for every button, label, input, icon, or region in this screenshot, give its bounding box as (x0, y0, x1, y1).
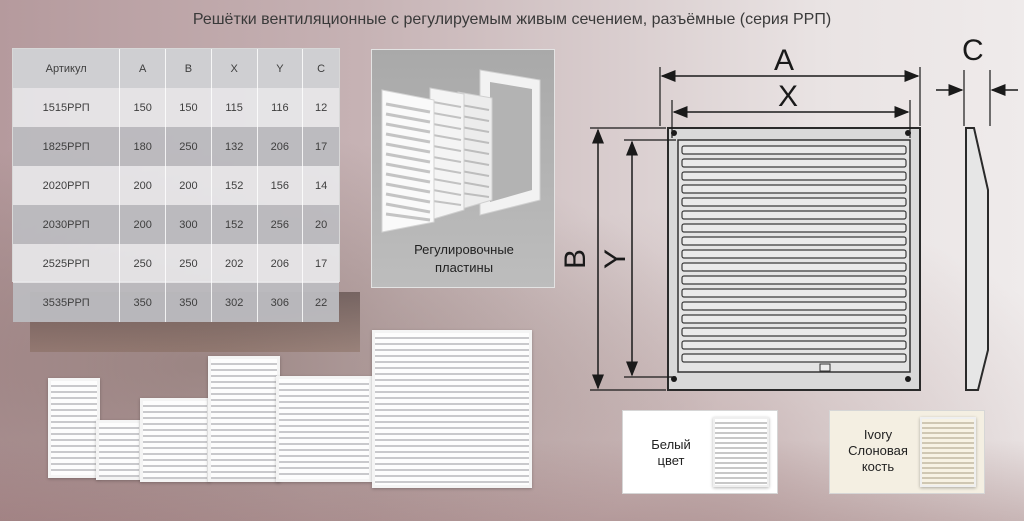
louver-slat (681, 353, 907, 363)
color-ivory-line3: кость (861, 459, 895, 474)
table-cell: 132 (212, 127, 258, 166)
table-cell: 256 (258, 205, 304, 244)
header-cell: Артикул (13, 49, 121, 88)
louver-slat (681, 327, 907, 337)
table-cell: 1515РРП (13, 88, 121, 127)
product-grille-photo (372, 330, 532, 488)
louver-slat (681, 158, 907, 168)
table-cell: 17 (314, 140, 328, 153)
color-card-ivory: Ivory Слоновая кость (829, 410, 985, 494)
louver-slat (681, 197, 907, 207)
table-cell: 2030РРП (13, 205, 121, 244)
table-cell: 22 (314, 296, 328, 309)
table-cell: 206 (258, 244, 304, 283)
table-cell: 180 (120, 127, 167, 166)
table-cell: 350 (120, 283, 167, 322)
table-cell: 200 (166, 166, 212, 205)
table-cell: 206 (258, 127, 304, 166)
plates-caption: Регулировочные пластины (372, 241, 556, 277)
dimension-label-c: C (962, 34, 984, 67)
louver-slat (681, 236, 907, 246)
table-cell: 202 (212, 244, 258, 283)
table-cell: 156 (258, 166, 304, 205)
table-cell: 2525РРП (13, 244, 121, 283)
louver-slat (681, 288, 907, 298)
color-white-line1: Белый (651, 437, 691, 452)
table-cell: 350 (166, 283, 212, 322)
color-white-line2: цвет (657, 453, 685, 468)
table-cell: 150 (120, 88, 167, 127)
product-grille-photo (96, 420, 142, 480)
louver-slat (681, 340, 907, 350)
table-cell: 152 (212, 205, 258, 244)
louver-slat (681, 171, 907, 181)
table-cell: 152 (212, 166, 258, 205)
table-cell: 200 (120, 205, 167, 244)
louver-slat (681, 249, 907, 259)
table-cell: 300 (166, 205, 212, 244)
table-cell: 20 (314, 218, 328, 231)
technical-drawing: A X B Y C (559, 30, 1024, 400)
table-cell: 1825РРП (13, 127, 121, 166)
header-cell: B (166, 49, 212, 88)
table-cell: 302 (212, 283, 258, 322)
table-row: 2525РРП 250 250 202 206 17 (13, 244, 339, 283)
color-ivory-label: Ivory Слоновая кость (838, 427, 918, 475)
table-cell: 115 (212, 88, 258, 127)
white-grille-sample (713, 417, 769, 487)
dimension-label-a: A (774, 44, 795, 77)
table-cell: 306 (258, 283, 304, 322)
dimension-drawing (590, 67, 1018, 391)
table-cell: 14 (314, 179, 328, 192)
table-cell: 250 (166, 127, 212, 166)
louver-slat (681, 145, 907, 155)
louver-slat (681, 210, 907, 220)
spec-table: Артикул A B X Y C 1515РРП 150 150 115 11… (12, 48, 340, 322)
dimension-label-x: X (778, 80, 799, 113)
color-white-label: Белый цвет (631, 437, 711, 469)
product-grille-photo (48, 378, 100, 478)
header-cell: X (212, 49, 258, 88)
table-cell: 116 (258, 88, 304, 127)
plates-caption-line1: Регулировочные (414, 242, 514, 257)
table-cell: 3535РРП (13, 283, 121, 322)
table-row: 3535РРП 350 350 302 306 22 (13, 283, 339, 322)
table-cell: 12 (314, 101, 328, 114)
louver-slat (681, 223, 907, 233)
louver-slat (681, 275, 907, 285)
exploded-grille-illustration (381, 69, 541, 233)
table-header-row: Артикул A B X Y C (13, 49, 339, 88)
product-grille-photo (208, 356, 280, 482)
table-row: 1515РРП 150 150 115 116 12 (13, 88, 339, 127)
ivory-grille-sample (920, 417, 976, 487)
table-cell: 200 (120, 166, 167, 205)
table-cell: 250 (120, 244, 167, 283)
louver-slat (681, 314, 907, 324)
table-cell: 150 (166, 88, 212, 127)
dimension-label-y: Y (599, 248, 633, 270)
product-grille-photo (140, 398, 210, 482)
color-ivory-line1: Ivory (863, 427, 893, 442)
adjustment-plates-panel: Регулировочные пластины (371, 49, 555, 288)
color-card-white: Белый цвет (622, 410, 778, 494)
louver-slat (681, 184, 907, 194)
dimension-label-b: B (559, 248, 593, 270)
header-cell: A (120, 49, 167, 88)
header-cell: C (317, 62, 326, 75)
table-row: 1825РРП 180 250 132 206 17 (13, 127, 339, 166)
color-ivory-line2: Слоновая (848, 443, 908, 458)
header-cell: Y (258, 49, 304, 88)
table-cell: 250 (166, 244, 212, 283)
table-row: 2020РРП 200 200 152 156 14 (13, 166, 339, 205)
table-row: 2030РРП 200 300 152 256 20 (13, 205, 339, 244)
product-grille-photo (276, 376, 372, 482)
table-cell: 2020РРП (13, 166, 121, 205)
page-title: Решётки вентиляционные с регулируемым жи… (192, 11, 832, 28)
plates-caption-line2: пластины (434, 260, 494, 275)
table-cell: 17 (314, 257, 328, 270)
louver-slat (681, 301, 907, 311)
louver-slat (681, 262, 907, 272)
